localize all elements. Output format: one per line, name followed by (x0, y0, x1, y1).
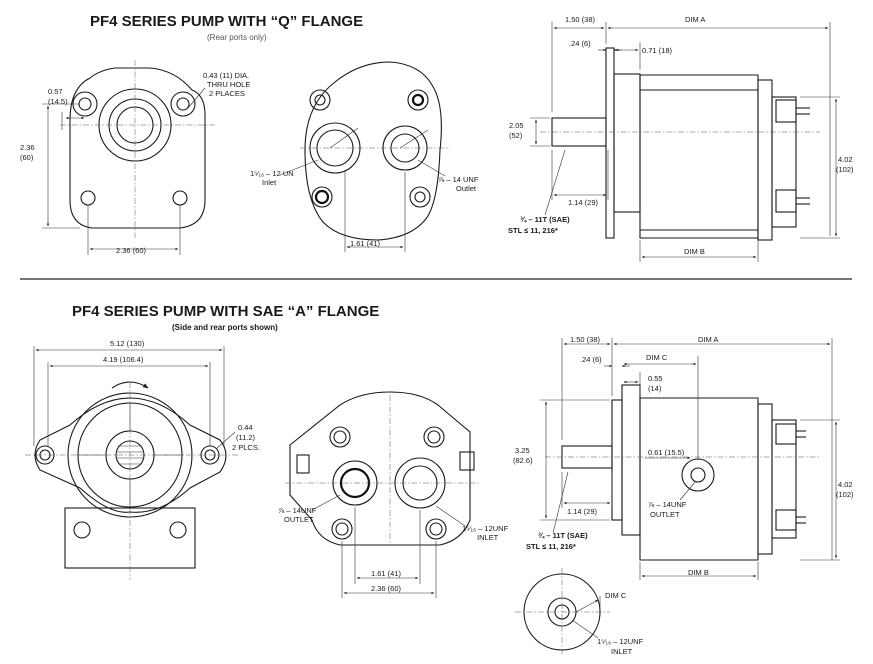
a-dim-114: 1.14 (29) (567, 507, 598, 516)
a-side-outlet-label: OUTLET (650, 510, 680, 519)
a-flange-front-view (25, 346, 240, 580)
q-dim-043: 0.43 (11) DIA. (203, 71, 249, 80)
q-dim-114: 1.14 (29) (568, 198, 599, 207)
q-dim-236-v: 2.36 (20, 143, 35, 152)
section-sae-a-flange: PF4 SERIES PUMP WITH SAE “A” FLANGE (Sid… (25, 303, 854, 656)
q-rear-port-view (279, 61, 450, 252)
q-outlet-size: ⅞ – 14 UNF (438, 175, 479, 184)
q-dim-057: 0.57 (48, 87, 63, 96)
a-dim-402: 4.02 (838, 480, 853, 489)
q-dim-205: 2.05 (509, 121, 524, 130)
a-dim-826: (82.6) (513, 456, 533, 465)
a-dim-325: 3.25 (515, 446, 530, 455)
q-dim-a: DIM A (685, 15, 705, 24)
a-inlet-size: 1⁵⁄₁₆ – 12UNF (462, 524, 509, 533)
a-dim-14: (14) (648, 384, 662, 393)
q-thru-hole: THRU HOLE (207, 80, 250, 89)
a-dim-512: 5.12 (130) (110, 339, 145, 348)
a-dim-236: 2.36 (60) (371, 584, 402, 593)
a-rear-port-view (285, 391, 480, 598)
a-dim-055: 0.55 (648, 374, 663, 383)
q-dim-150: 1.50 (38) (565, 15, 596, 24)
a-side-outlet-size: ⅞ – 14UNF (648, 500, 687, 509)
section-q-title: PF4 SERIES PUMP WITH “Q” FLANGE (90, 13, 363, 30)
a-outlet-label: OUTLET (284, 515, 314, 524)
q-dim-145: (14.5) (48, 97, 68, 106)
q-dim-b: DIM B (684, 247, 705, 256)
q-dim-071: 0.71 (18) (642, 46, 673, 55)
a-outlet-size: ⅞ – 14UNF (278, 506, 317, 515)
a-shaft-spec: ¾ – 11T (SAE) (538, 531, 588, 540)
a-dim-061: 0.61 (15.5) (648, 448, 685, 457)
q-shaft-spec: ¾ – 11T (SAE) (520, 215, 570, 224)
a-dim-044: 0.44 (238, 423, 253, 432)
a-dim-150: 1.50 (38) (570, 335, 601, 344)
q-dim-24: .24 (6) (569, 39, 591, 48)
q-dim-161: 1.61 (41) (350, 239, 381, 248)
a-dim-a: DIM A (698, 335, 718, 344)
q-flange-front-view (42, 60, 215, 255)
q-dim-102: (102) (836, 165, 854, 174)
detail-inlet-label: INLET (611, 647, 633, 656)
q-stl: STL ≤ 11, 216* (508, 226, 558, 235)
a-dim-24: .24 (6) (580, 355, 602, 364)
q-inlet-size: 1⁵⁄₁₆ – 12 UN (250, 169, 294, 178)
a-stl: STL ≤ 11, 216* (526, 542, 576, 551)
section-a-subtitle: (Side and rear ports shown) (172, 323, 278, 332)
a-dim-419: 4.19 (106.4) (103, 355, 144, 364)
q-two-places: 2 PLACES (209, 89, 245, 98)
a-dim-b: DIM B (688, 568, 709, 577)
section-a-title: PF4 SERIES PUMP WITH SAE “A” FLANGE (72, 303, 379, 320)
q-dim-236-h: 2.36 (60) (116, 246, 147, 255)
detail-dim-c: DIM C (605, 591, 627, 600)
a-inlet-label: INLET (477, 533, 499, 542)
section-q-subtitle: (Rear ports only) (207, 33, 267, 42)
q-outlet-label: Outlet (456, 184, 477, 193)
a-dim-c: DIM C (646, 353, 668, 362)
a-dim-112: (11.2) (236, 433, 256, 442)
q-dim-60-v: (60) (20, 153, 34, 162)
a-dim-102: (102) (836, 490, 854, 499)
q-dim-402: 4.02 (838, 155, 853, 164)
q-dim-52: (52) (509, 131, 523, 140)
a-two-plcs: 2 PLCS. (232, 443, 260, 452)
a-dim-161: 1.61 (41) (371, 569, 402, 578)
q-inlet-label: Inlet (262, 178, 277, 187)
a-side-view (540, 338, 840, 580)
q-side-view (530, 22, 840, 262)
a-dim-c-detail (515, 568, 610, 656)
detail-inlet-size: 1⁵⁄₁₆ – 12UNF (597, 637, 644, 646)
section-q-flange: PF4 SERIES PUMP WITH “Q” FLANGE (Rear po… (20, 13, 854, 262)
